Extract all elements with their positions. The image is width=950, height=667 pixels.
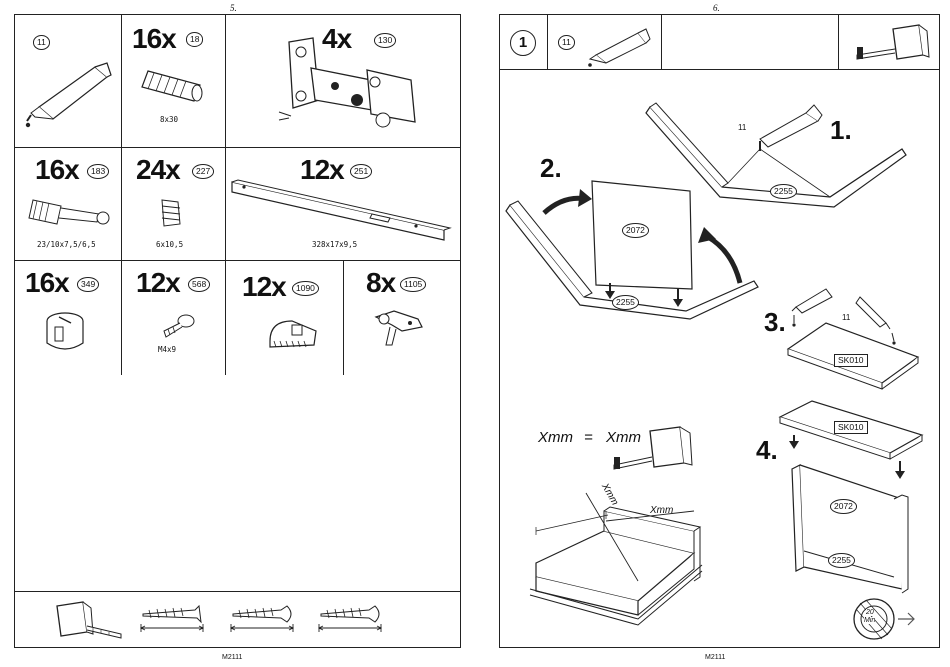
panel-code: 2255 — [770, 184, 797, 199]
timer-unit: Min — [864, 617, 875, 624]
part-dimensions: 8x30 — [160, 115, 178, 124]
part-quantity: 16x — [35, 156, 79, 184]
step-badge: 1 — [510, 30, 536, 56]
panel-code: SK010 — [834, 354, 868, 367]
glue-header-cell: 11 — [548, 15, 662, 70]
part-dimensions: M4x9 — [158, 345, 176, 354]
screw-icon — [139, 602, 213, 638]
panel-code: 2072 — [622, 223, 649, 238]
part-quantity: 16x — [25, 269, 69, 297]
tape-measure-icon — [610, 423, 700, 483]
part-code: 349 — [77, 277, 99, 292]
cam-bolt-icon — [27, 194, 113, 230]
part-code: 1105 — [400, 277, 426, 292]
tools-row — [15, 591, 460, 647]
glue-bottle-icon — [25, 55, 115, 125]
right-page-number: 6. — [713, 3, 720, 13]
step-label: 3. — [764, 309, 786, 335]
part-dimensions: 23/10x7,5/6,5 — [37, 240, 96, 249]
shelf-support-icon — [266, 317, 326, 351]
left-page: 11 16x 18 8x30 4x 130 — [14, 14, 461, 648]
panel-code: 2072 — [830, 499, 857, 514]
part-quantity: 24x — [136, 156, 180, 184]
part-code: 1090 — [292, 281, 319, 296]
glue-code-label: 11 — [842, 313, 850, 322]
part-quantity: 12x — [136, 269, 180, 297]
part-dimensions: 6x10,5 — [156, 240, 183, 249]
step3-panel-drawing — [786, 279, 936, 395]
drawer-runner-icon — [230, 178, 454, 248]
part-code: 183 — [87, 164, 109, 179]
left-footer-code: M2111 — [222, 654, 242, 661]
timer-value: 20 — [866, 609, 874, 616]
right-page: 1 11 1. 11 2255 2. — [499, 14, 940, 648]
insert-nut-icon — [156, 196, 186, 232]
measure-label: Xmm — [538, 429, 573, 446]
part-code: 568 — [188, 277, 210, 292]
part-quantity: 8x — [366, 269, 395, 297]
machine-screw-icon — [160, 311, 196, 341]
drawer-box-drawing — [526, 491, 736, 631]
part-cell-568: 12x 568 M4x9 — [122, 260, 226, 375]
panel-code: SK010 — [834, 421, 868, 434]
glue-bottle-icon — [586, 25, 656, 67]
screw-icon — [229, 602, 303, 638]
panel-code: 2255 — [828, 553, 855, 568]
blank-header-cell — [662, 15, 839, 70]
step2-frame-drawing — [506, 165, 766, 335]
right-footer-code: M2111 — [705, 654, 725, 661]
bracket-connector-icon — [372, 305, 432, 349]
part-code: 227 — [192, 164, 214, 179]
part-quantity: 12x — [242, 273, 286, 301]
glue-code: 11 — [558, 35, 575, 50]
dowel-icon — [142, 63, 212, 103]
cam-lock-icon — [43, 309, 87, 357]
panel-code: 2255 — [612, 295, 639, 310]
left-page-number: 5. — [230, 3, 237, 13]
step-label: 4. — [756, 437, 778, 463]
part-cell-251: 12x 251 328x17x9,5 — [226, 147, 460, 260]
part-cell-1090: 12x 1090 — [226, 260, 344, 375]
part-code: 18 — [186, 32, 203, 47]
part-cell-1105: 8x 1105 — [344, 260, 460, 375]
part-code: 11 — [33, 35, 50, 50]
hinge-icon — [271, 30, 431, 140]
part-cell-227: 24x 227 6x10,5 — [122, 147, 226, 260]
part-cell-11: 11 — [15, 15, 122, 147]
part-quantity: 16x — [132, 25, 176, 53]
width-label: Xmm — [650, 505, 673, 516]
tool-header-cell — [839, 15, 939, 70]
part-cell-183: 16x 183 23/10x7,5/6,5 — [15, 147, 122, 260]
measure-equals: = — [584, 429, 593, 446]
tape-measure-icon — [853, 21, 933, 65]
part-dimensions: 328x17x9,5 — [312, 240, 357, 249]
part-cell-18: 16x 18 8x30 — [122, 15, 226, 147]
screw-icon — [317, 602, 391, 638]
tape-measure-icon — [53, 598, 125, 642]
part-cell-130: 4x 130 — [226, 15, 460, 147]
step-header-cell: 1 — [500, 15, 548, 70]
part-code: 251 — [350, 164, 372, 179]
part-cell-349: 16x 349 — [15, 260, 122, 375]
